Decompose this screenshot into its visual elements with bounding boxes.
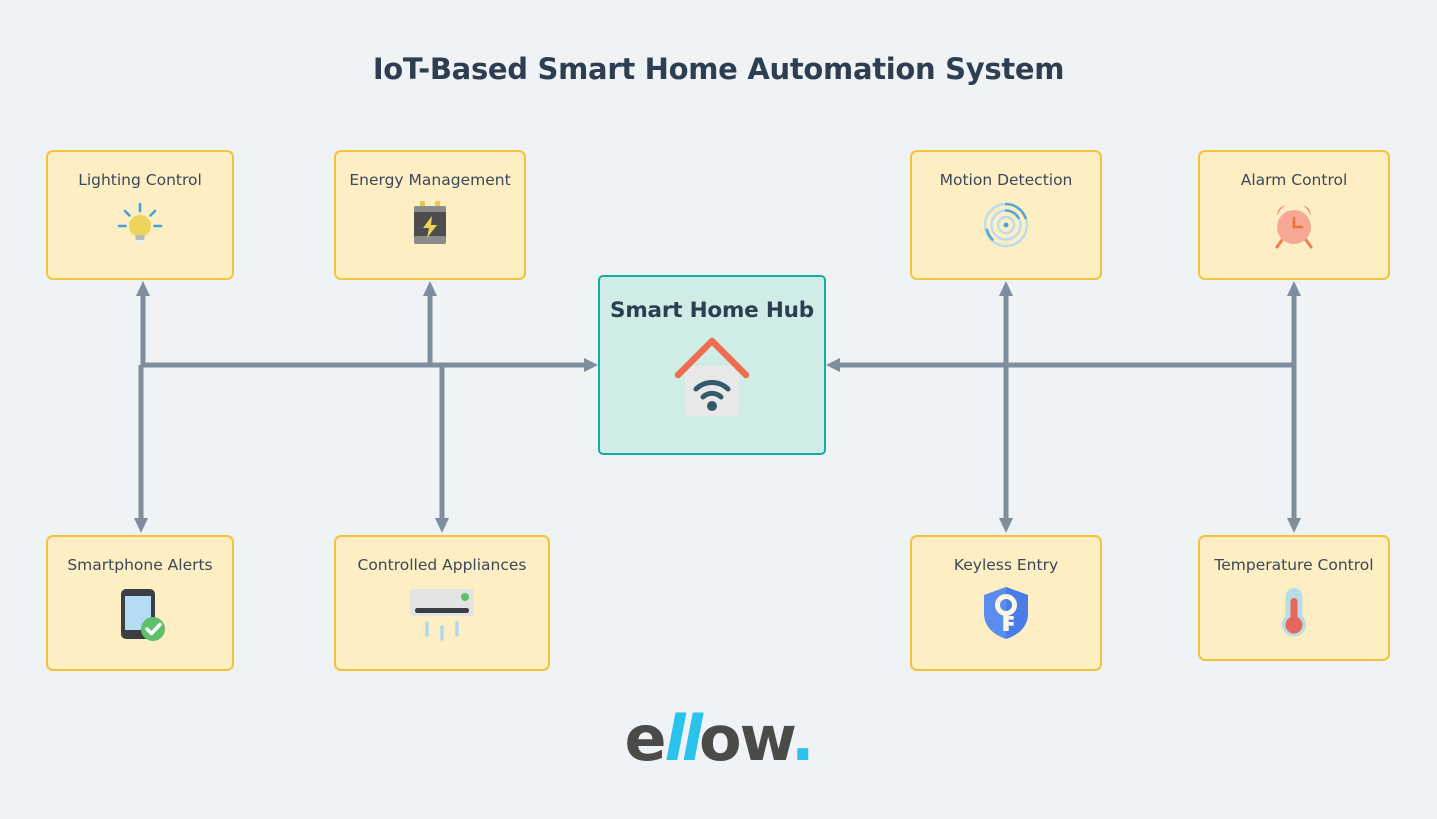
connector-right-arrowhead: [826, 358, 840, 372]
node-label: Motion Detection: [939, 171, 1073, 189]
node-lighting-control[interactable]: Lighting Control: [46, 150, 234, 280]
logo-part-ll: ll: [664, 702, 703, 775]
battery-bolt-icon: [409, 200, 451, 252]
alarm-clock-icon: [1269, 200, 1319, 254]
node-label: Smartphone Alerts: [67, 556, 213, 574]
smart-home-wifi-icon: [666, 335, 758, 423]
connector-temperature-arrowhead: [1287, 518, 1301, 533]
connector-energy-arrowhead: [423, 281, 437, 296]
smartphone-check-icon: [111, 585, 169, 647]
node-label: Lighting Control: [78, 171, 202, 189]
node-temperature-control[interactable]: Temperature Control: [1198, 535, 1390, 661]
connector-keyless-arrowhead: [999, 518, 1013, 533]
connector-appliances-arrowhead: [435, 518, 449, 533]
node-label: Controlled Appliances: [357, 556, 527, 574]
ellow-logo: ellow.: [0, 708, 1437, 770]
node-label: Energy Management: [349, 171, 511, 189]
page-title: IoT-Based Smart Home Automation System: [372, 52, 1065, 86]
connector-motion-arrowhead: [999, 281, 1013, 296]
air-conditioner-icon: [404, 585, 480, 647]
shield-key-icon: [980, 585, 1032, 645]
node-controlled-appliances[interactable]: Controlled Appliances: [334, 535, 550, 671]
light-bulb-icon: [115, 200, 165, 254]
logo-part-dot: .: [790, 702, 815, 775]
node-smart-home-hub[interactable]: Smart Home Hub: [598, 275, 826, 455]
connector-lighting-arrowhead: [136, 281, 150, 296]
logo-part-ow: ow: [699, 702, 793, 775]
node-motion-detection[interactable]: Motion Detection: [910, 150, 1102, 280]
hub-label: Smart Home Hub: [610, 298, 814, 323]
node-alarm-control[interactable]: Alarm Control: [1198, 150, 1390, 280]
motion-radar-icon: [981, 200, 1031, 254]
node-energy-management[interactable]: Energy Management: [334, 150, 526, 280]
node-label: Keyless Entry: [953, 556, 1059, 574]
logo-part-e: e: [624, 702, 666, 775]
node-label: Temperature Control: [1214, 556, 1374, 574]
connector-left-arrowhead: [584, 358, 598, 372]
node-label: Alarm Control: [1240, 171, 1348, 189]
node-keyless-entry[interactable]: Keyless Entry: [910, 535, 1102, 671]
connector-alarm-arrowhead: [1287, 281, 1301, 296]
connector-smartphone-arrowhead: [134, 518, 148, 533]
thermometer-icon: [1274, 585, 1314, 645]
node-smartphone-alerts[interactable]: Smartphone Alerts: [46, 535, 234, 671]
